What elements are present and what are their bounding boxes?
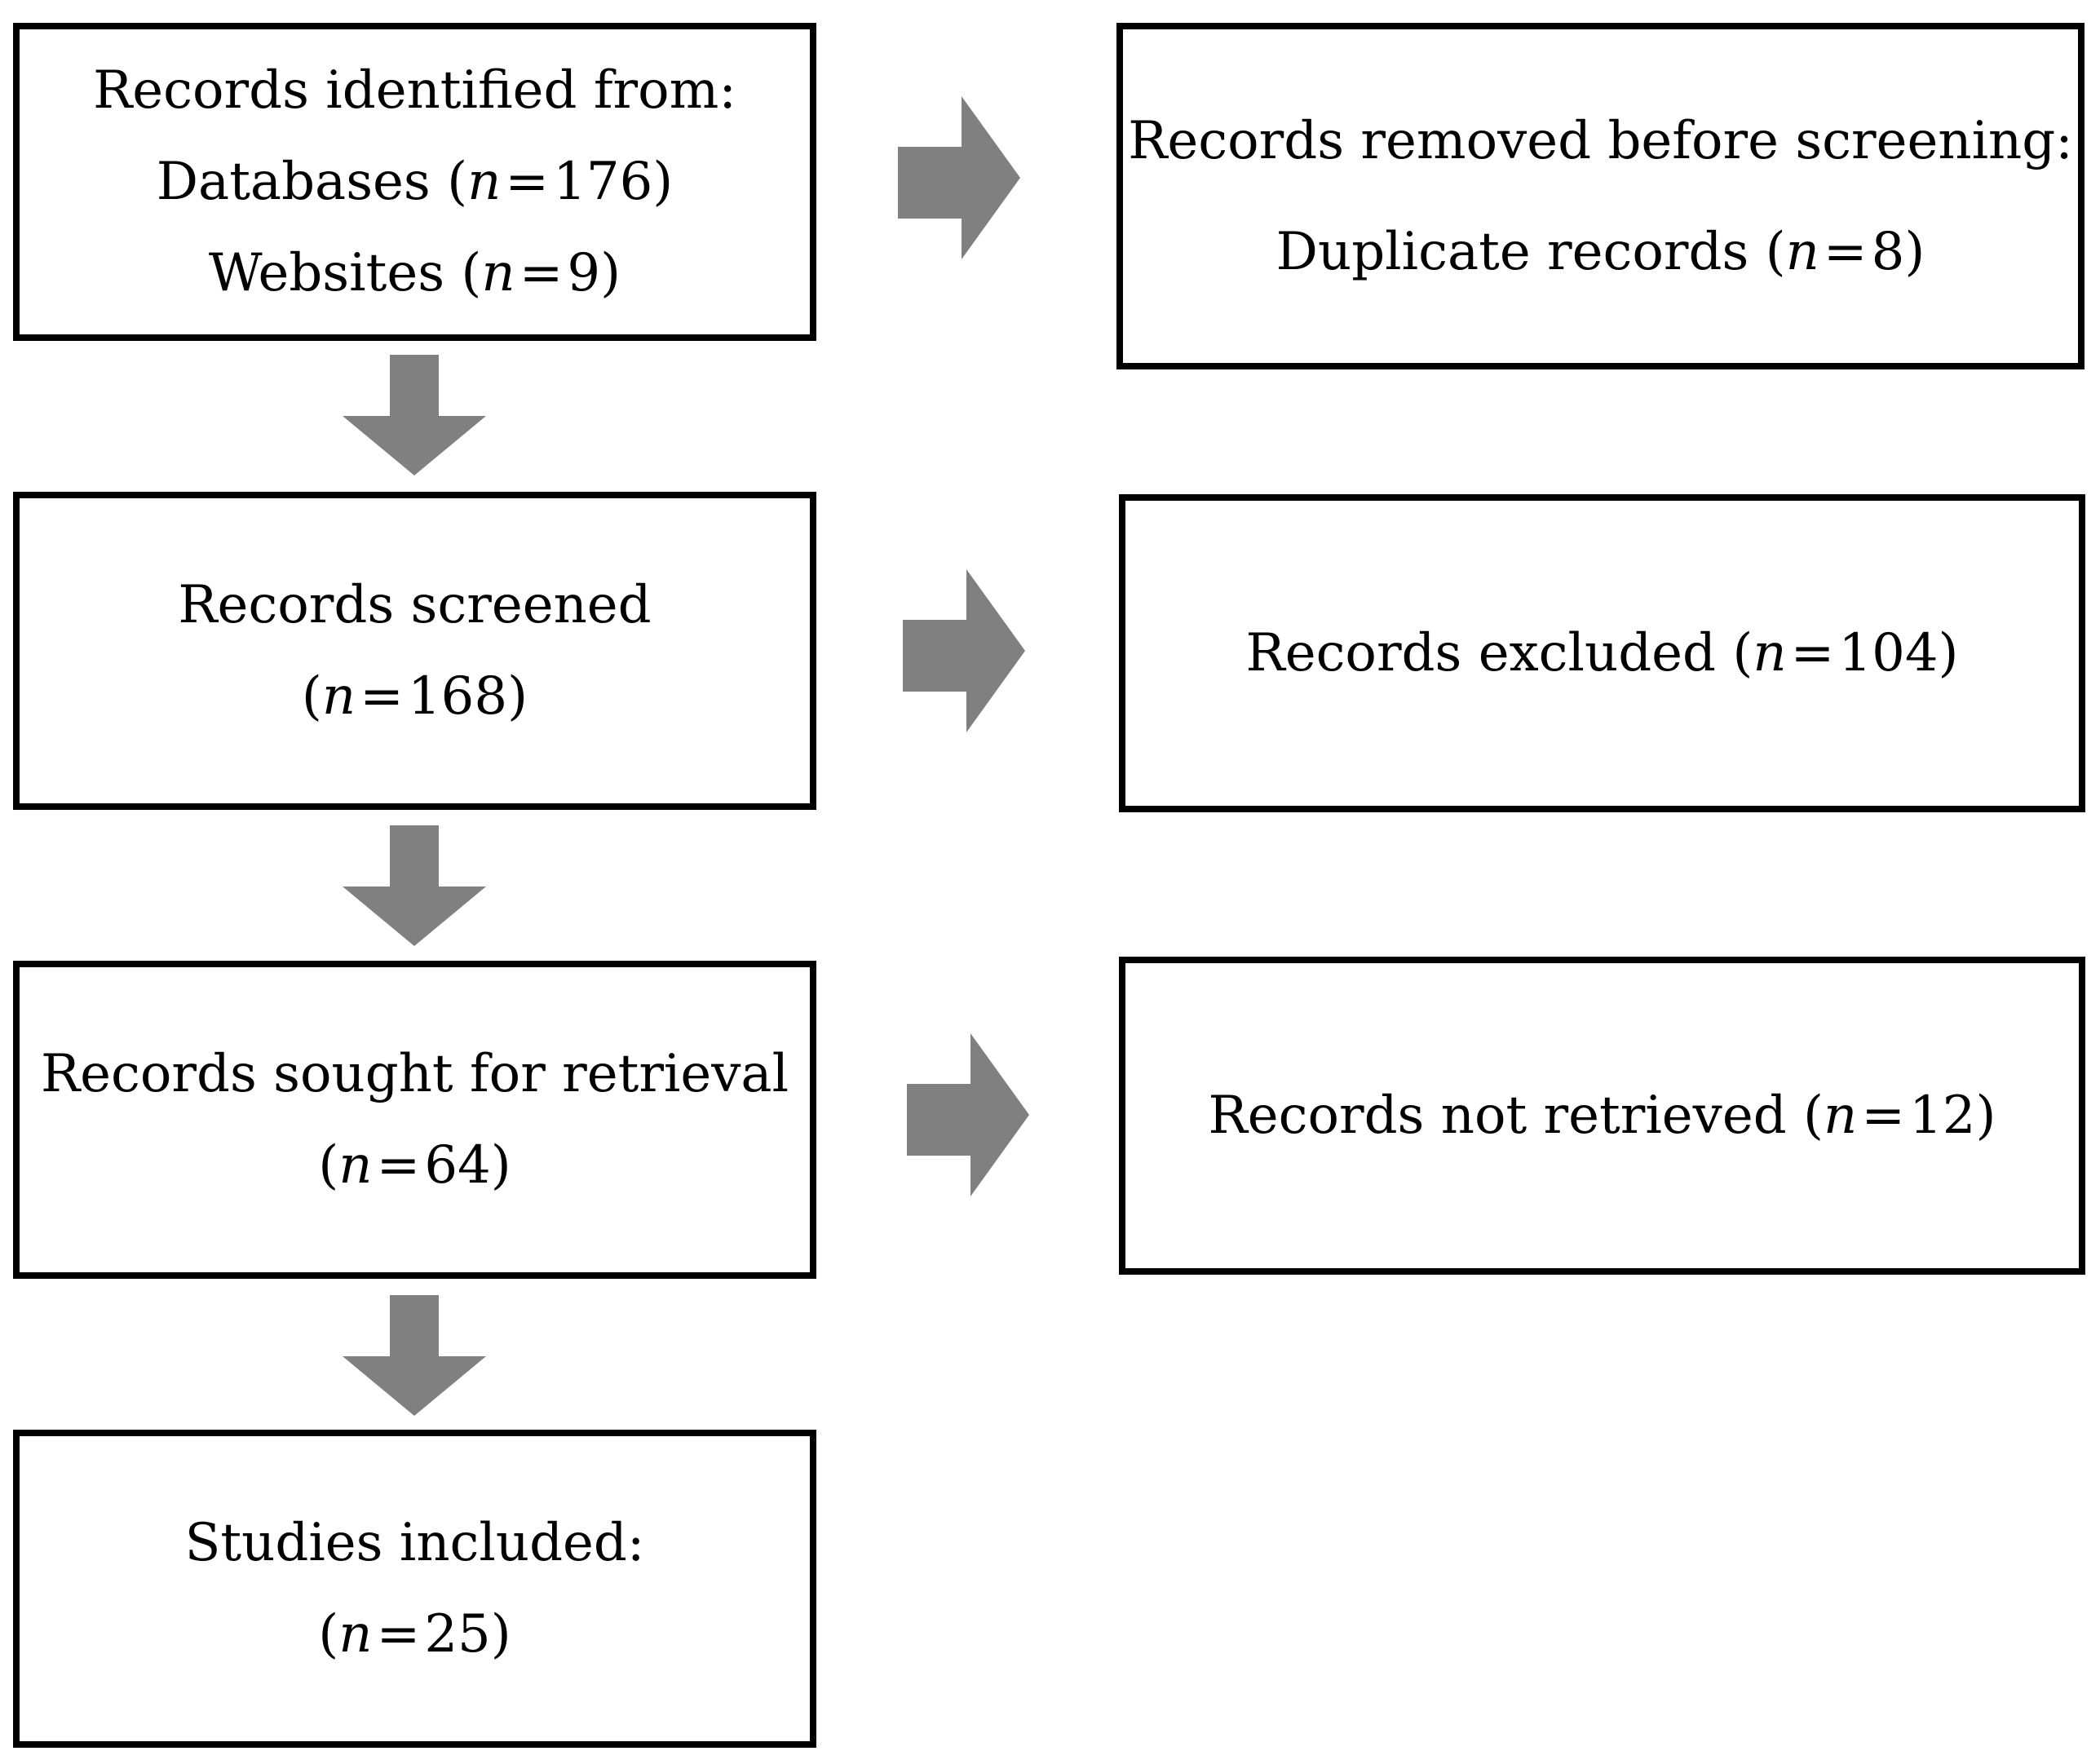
duplicates-label: Duplicate records: [1275, 221, 1749, 282]
removed-title: Records removed before screening:: [1128, 110, 2073, 171]
arrow-right-icon: [907, 1033, 1029, 1196]
box-records-identified: Records identified from: Databases (n=17…: [13, 23, 816, 341]
websites-count: 9: [567, 243, 601, 303]
screened-title: Records screened: [178, 575, 652, 635]
n-symbol: n: [1823, 1086, 1858, 1146]
n-symbol: n: [467, 152, 502, 212]
included-count: 25: [424, 1604, 491, 1665]
sought-title: Records sought for retrieval: [40, 1044, 789, 1104]
arrow-down-icon: [343, 825, 486, 946]
included-count-line: (n=25): [318, 1604, 511, 1665]
not-retrieved-count: 12: [1909, 1086, 1976, 1146]
box-studies-included: Studies included: (n=25): [13, 1430, 816, 1748]
n-symbol: n: [1753, 623, 1787, 683]
box-records-excluded: Records excluded (n=104): [1119, 494, 2085, 812]
arrow-down-icon: [343, 1295, 486, 1416]
databases-count: 176: [553, 152, 653, 212]
box-records-screened: Records screened (n=168): [13, 492, 816, 810]
identified-title: Records identified from:: [93, 60, 736, 121]
screened-count: 168: [407, 666, 508, 727]
box-records-not-retrieved: Records not retrieved (n=12): [1119, 957, 2085, 1275]
arrow-down-icon: [343, 355, 486, 475]
databases-line: Databases (n=176): [156, 152, 674, 212]
duplicates-line: Duplicate records (n=8): [1275, 221, 1925, 282]
n-symbol: n: [321, 666, 356, 727]
excluded-count: 104: [1838, 623, 1939, 683]
excluded-label: Records excluded: [1245, 623, 1717, 683]
databases-label: Databases: [156, 152, 431, 212]
websites-line: Websites (n=9): [208, 243, 621, 303]
sought-count-line: (n=64): [318, 1135, 511, 1196]
arrow-right-icon: [898, 96, 1020, 259]
n-symbol: n: [338, 1135, 373, 1196]
not-retrieved-line: Records not retrieved (n=12): [1208, 1086, 1996, 1146]
n-symbol: n: [1785, 221, 1819, 282]
not-retrieved-label: Records not retrieved: [1208, 1086, 1787, 1146]
screened-count-line: (n=168): [301, 666, 528, 727]
sought-count: 64: [424, 1135, 491, 1196]
excluded-line: Records excluded (n=104): [1245, 623, 1959, 683]
n-symbol: n: [338, 1604, 373, 1665]
box-records-sought: Records sought for retrieval (n=64): [13, 961, 816, 1279]
arrow-right-icon: [903, 569, 1025, 732]
box-records-removed: Records removed before screening: Duplic…: [1116, 23, 2085, 369]
websites-label: Websites: [208, 243, 445, 303]
n-symbol: n: [481, 243, 515, 303]
duplicates-count: 8: [1871, 221, 1905, 282]
included-title: Studies included:: [184, 1513, 645, 1573]
